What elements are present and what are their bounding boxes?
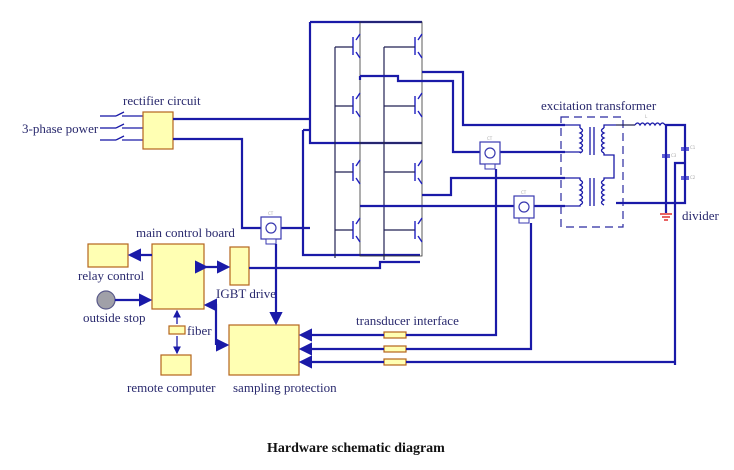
fiber-label: fiber [187, 323, 212, 338]
outside-stop-button [96, 290, 116, 310]
ct-sensor-2: CT [513, 190, 535, 224]
transformer-windings [565, 124, 616, 207]
transducer-interface [298, 169, 675, 369]
main-control-board-block [151, 243, 205, 310]
relay-control-label: relay control [78, 268, 144, 283]
svg-text:C1: C1 [690, 145, 696, 150]
output-filter: L C3 C1 C2 [616, 114, 696, 365]
three-phase-switches [100, 111, 143, 141]
diagram-caption: Hardware schematic diagram [267, 441, 445, 456]
sampling-protection-label: sampling protection [233, 380, 337, 395]
svg-text:C3: C3 [671, 153, 677, 158]
ct-sensor-3: CT [260, 211, 282, 245]
fiber-connector [168, 325, 186, 335]
main-control-board-label: main control board [136, 225, 235, 240]
svg-text:C2: C2 [690, 175, 696, 180]
sampling-protection-block [228, 324, 300, 376]
ground-icon [660, 213, 672, 221]
rectifier-circuit-label: rectifier circuit [123, 93, 201, 108]
excitation-transformer-label: excitation transformer [541, 98, 657, 113]
rectifier-circuit-block [142, 111, 174, 150]
three-phase-power-label: 3-phase power [22, 121, 99, 136]
relay-control-block [87, 243, 129, 268]
ct-sensor-1: CT [479, 136, 501, 170]
remote-computer-label: remote computer [127, 380, 216, 395]
transducer-interface-label: transducer interface [356, 313, 459, 328]
igbt-drive-block [229, 246, 250, 286]
excitation-transformer-enclosure [560, 116, 624, 228]
igbt-bridge-top [334, 21, 565, 260]
svg-text:CT: CT [521, 190, 527, 195]
svg-text:CT: CT [487, 136, 493, 141]
divider-label: divider [682, 208, 719, 223]
outside-stop-label: outside stop [83, 310, 145, 325]
igbt-drive-label: IGBT drive [216, 286, 276, 301]
svg-text:CT: CT [268, 211, 274, 216]
svg-text:L: L [645, 114, 648, 119]
remote-computer-block [160, 354, 192, 376]
